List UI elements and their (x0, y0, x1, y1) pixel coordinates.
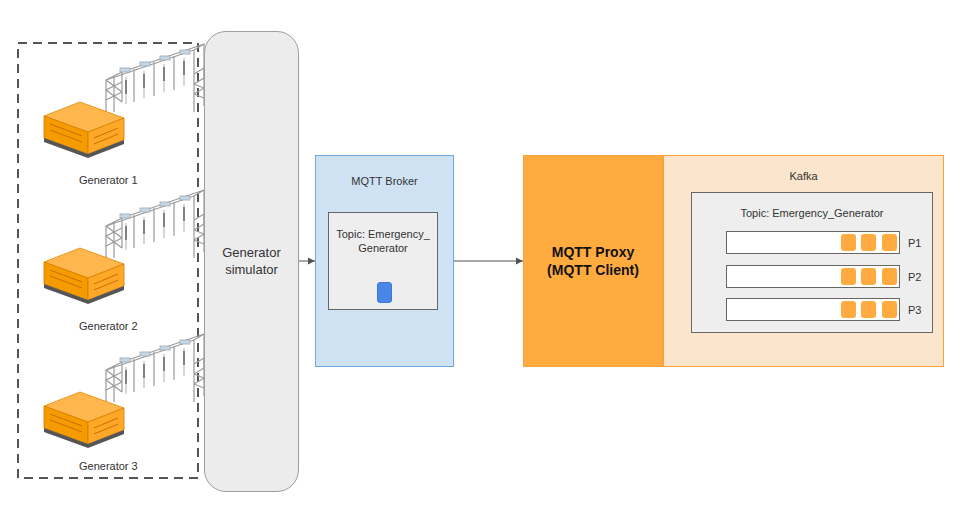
generator-label: Generator 1 (79, 174, 138, 186)
flow-arrow (299, 261, 315, 262)
partition-label: P1 (908, 235, 921, 249)
message-record (882, 268, 897, 285)
partition-bar: P2 (726, 265, 900, 288)
simulator-column: Generator simulator (204, 31, 299, 492)
message-record (841, 268, 856, 285)
box-label: Topic: Emergency_Generator (698, 206, 926, 220)
box-label: Generator simulator (211, 245, 292, 279)
kafka-topic-box: Topic: Emergency_GeneratorP1P2P3 (691, 192, 933, 333)
message-record (882, 234, 897, 251)
partition-bar: P1 (726, 231, 900, 254)
broker-panel: MQTT BrokerTopic: Emergency_ Generator (315, 155, 454, 367)
proxy-panel: MQTT Proxy (MQTT Client) (523, 155, 663, 367)
message-record (861, 234, 876, 251)
box-label: MQTT Broker (322, 174, 447, 188)
message-record (841, 234, 856, 251)
message-record (882, 301, 897, 318)
generator-label: Generator 2 (79, 320, 138, 332)
partition-label: P3 (908, 302, 921, 316)
box-label: Kafka (670, 169, 937, 183)
generator-label: Generator 3 (79, 460, 138, 472)
message-block (377, 282, 392, 303)
partition-label: P2 (908, 269, 921, 283)
kafka-panel: KafkaTopic: Emergency_GeneratorP1P2P3 (663, 155, 944, 367)
box-label: Topic: Emergency_ Generator (335, 227, 431, 256)
partition-bar: P3 (726, 298, 900, 321)
message-record (861, 268, 876, 285)
message-record (841, 301, 856, 318)
topic-box: Topic: Emergency_ Generator (328, 212, 438, 310)
box-label: MQTT Proxy (MQTT Client) (530, 243, 656, 279)
message-record (861, 301, 876, 318)
